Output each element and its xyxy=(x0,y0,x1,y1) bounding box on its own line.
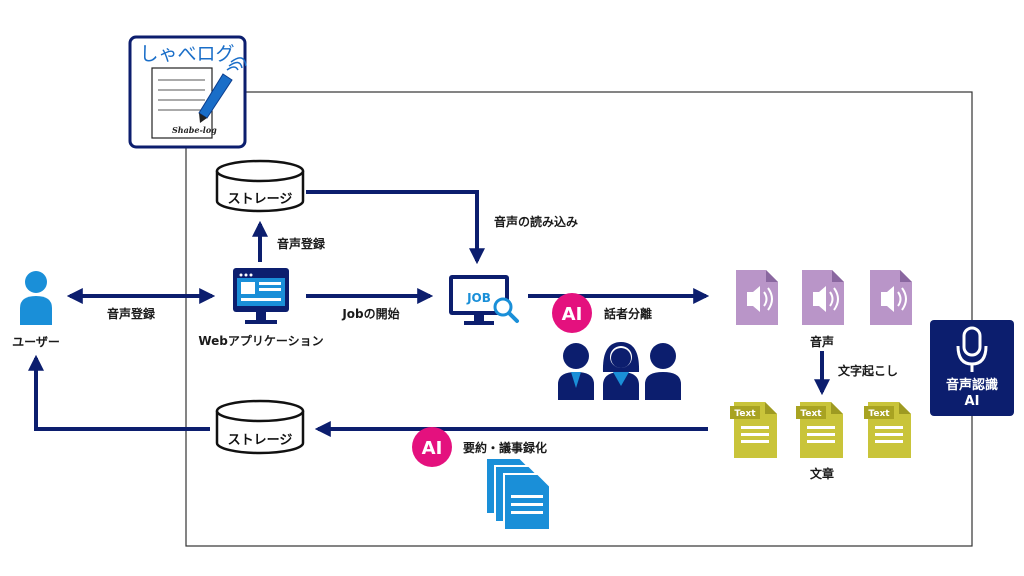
arrow-storage-user xyxy=(28,354,210,431)
storage-bottom: ストレージ xyxy=(215,399,305,455)
storage-bottom-label: ストレージ xyxy=(228,433,293,448)
logo-subtitle: Shabe-log xyxy=(172,125,217,135)
microphone-icon xyxy=(956,326,988,372)
speaker-icon-3 xyxy=(645,343,681,400)
audio-file-icon-2 xyxy=(802,270,844,325)
label-webapp-storage: 音声登録 xyxy=(277,236,326,251)
audio-file-icon-1 xyxy=(736,270,778,325)
svg-text:AI: AI xyxy=(562,304,583,325)
label-user-webapp: 音声登録 xyxy=(107,306,156,321)
text-files-label: 文章 xyxy=(810,466,834,481)
shabelog-logo: しゃべログ Shabe-log xyxy=(128,35,247,149)
flow-arrows xyxy=(28,190,830,437)
text-file-icon-1: Text xyxy=(730,402,777,458)
text-file-icon-2: Text xyxy=(796,402,843,458)
svg-text:Text: Text xyxy=(800,409,822,419)
storage-top: ストレージ xyxy=(215,159,305,213)
arrow-storage-job xyxy=(306,190,485,265)
label-summarize: 要約・議事録化 xyxy=(463,440,547,455)
system-boundary xyxy=(185,91,973,547)
magnifier-icon xyxy=(493,297,519,323)
user-icon xyxy=(20,271,52,325)
audio-files-label: 音声 xyxy=(810,334,834,349)
label-storage-job: 音声の読み込み xyxy=(494,214,578,229)
webapp-label: Webアプリケーション xyxy=(198,333,323,348)
svg-text:Text: Text xyxy=(734,409,756,419)
audio-file-icon-3 xyxy=(870,270,912,325)
storage-top-label: ストレージ xyxy=(228,192,293,207)
text-file-icon-3: Text xyxy=(864,402,911,458)
svg-text:Text: Text xyxy=(868,409,890,419)
label-diarize: 話者分離 xyxy=(604,306,652,321)
recognition-line1: 音声認識 xyxy=(946,377,998,393)
ai-badge-diarize: AI xyxy=(552,293,592,333)
logo-title: しゃべログ xyxy=(139,43,234,65)
speech-recognition-ai-box: 音声認識 AI xyxy=(930,320,1014,416)
speaker-icon-1 xyxy=(558,343,594,400)
webapp-monitor-icon xyxy=(233,268,289,324)
speaker-icon-2 xyxy=(602,342,640,400)
label-webapp-job: Jobの開始 xyxy=(341,306,399,321)
label-transcribe: 文字起こし xyxy=(838,363,898,378)
ai-badge-summarize: AI xyxy=(412,427,452,467)
svg-text:AI: AI xyxy=(422,438,443,459)
user-label: ユーザー xyxy=(12,335,60,349)
recognition-line2: AI xyxy=(965,394,980,409)
document-stack-icon xyxy=(485,457,551,531)
job-badge: JOB xyxy=(466,291,491,305)
pen-icon xyxy=(198,57,247,123)
